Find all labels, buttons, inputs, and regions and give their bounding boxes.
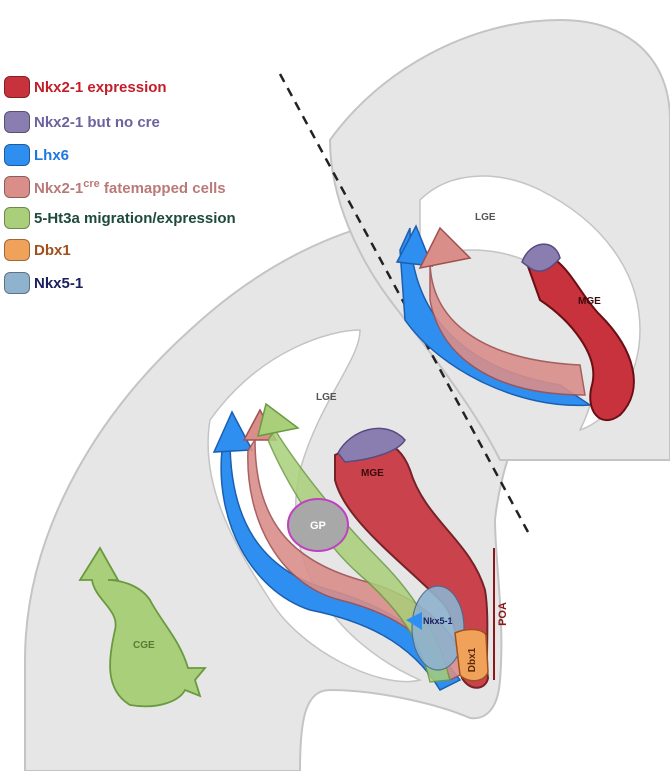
nkx51-label: Nkx5-1 <box>423 616 453 626</box>
legend-item-nkx21-no-cre: Nkx2-1 but no cre <box>4 109 160 135</box>
poa-label: POA <box>497 602 509 626</box>
lower-lhx6-arrow <box>212 410 254 453</box>
legend-swatch-nkx21-no-cre <box>4 111 30 133</box>
legend-label-nkx21-no-cre: Nkx2-1 but no cre <box>34 113 160 131</box>
upper-mge-label: MGE <box>578 296 601 307</box>
legend-item-5ht3a: 5-Ht3a migration/expression <box>4 205 236 231</box>
nkx51-domain <box>411 585 465 671</box>
upper-mge-nkx21 <box>523 253 635 422</box>
legend-item-dbx1: Dbx1 <box>4 237 71 263</box>
legend-swatch-nkx21-cre-fatemapped <box>4 176 30 198</box>
legend-swatch-lhx6 <box>4 144 30 166</box>
legend-swatch-5ht3a <box>4 207 30 229</box>
dbx1-domain <box>454 628 489 682</box>
legend-item-lhx6: Lhx6 <box>4 142 69 168</box>
upper-lge-label: LGE <box>475 212 496 223</box>
gp-nucleus <box>287 498 349 552</box>
upper-fatemap-arrow <box>418 226 472 270</box>
lower-mge-nkx21 <box>334 440 490 689</box>
legend-label-nkx21-cre-fatemapped: Nkx2-1cre fatemapped cells <box>34 177 226 197</box>
gp-label: GP <box>310 520 326 532</box>
legend-label-nkx21-expression: Nkx2-1 expression <box>34 78 167 96</box>
legend-swatch-dbx1 <box>4 239 30 261</box>
upper-lhx6-arrow <box>395 224 434 267</box>
legend-label-5ht3a: 5-Ht3a migration/expression <box>34 209 236 227</box>
legend-swatch-nkx21-expression <box>4 76 30 98</box>
cge-domain <box>78 546 207 708</box>
lower-lhx6-stream <box>220 437 462 691</box>
legend-label-dbx1: Dbx1 <box>34 241 71 259</box>
lower-mge-nocre <box>337 427 406 463</box>
lower-mge-label: MGE <box>361 468 384 479</box>
legend-item-nkx21-expression: Nkx2-1 expression <box>4 74 167 100</box>
legend-label-lhx6: Lhx6 <box>34 146 70 164</box>
nkx51-arrow <box>406 612 422 630</box>
lower-lge-label: LGE <box>316 392 337 403</box>
dbx1-label: Dbx1 <box>467 647 478 672</box>
upper-fatemap-stream <box>429 259 586 396</box>
upper-mge-nocre <box>521 243 561 272</box>
legend-label-nkx51: Nkx5-1 <box>34 274 84 292</box>
legend-item-nkx21-cre-fatemapped: Nkx2-1cre fatemapped cells <box>4 174 226 200</box>
cge-label: CGE <box>133 640 155 651</box>
legend-swatch-nkx51 <box>4 272 30 294</box>
lower-ht3a-arrow <box>256 402 300 437</box>
legend-item-nkx51: Nkx5-1 <box>4 270 83 296</box>
